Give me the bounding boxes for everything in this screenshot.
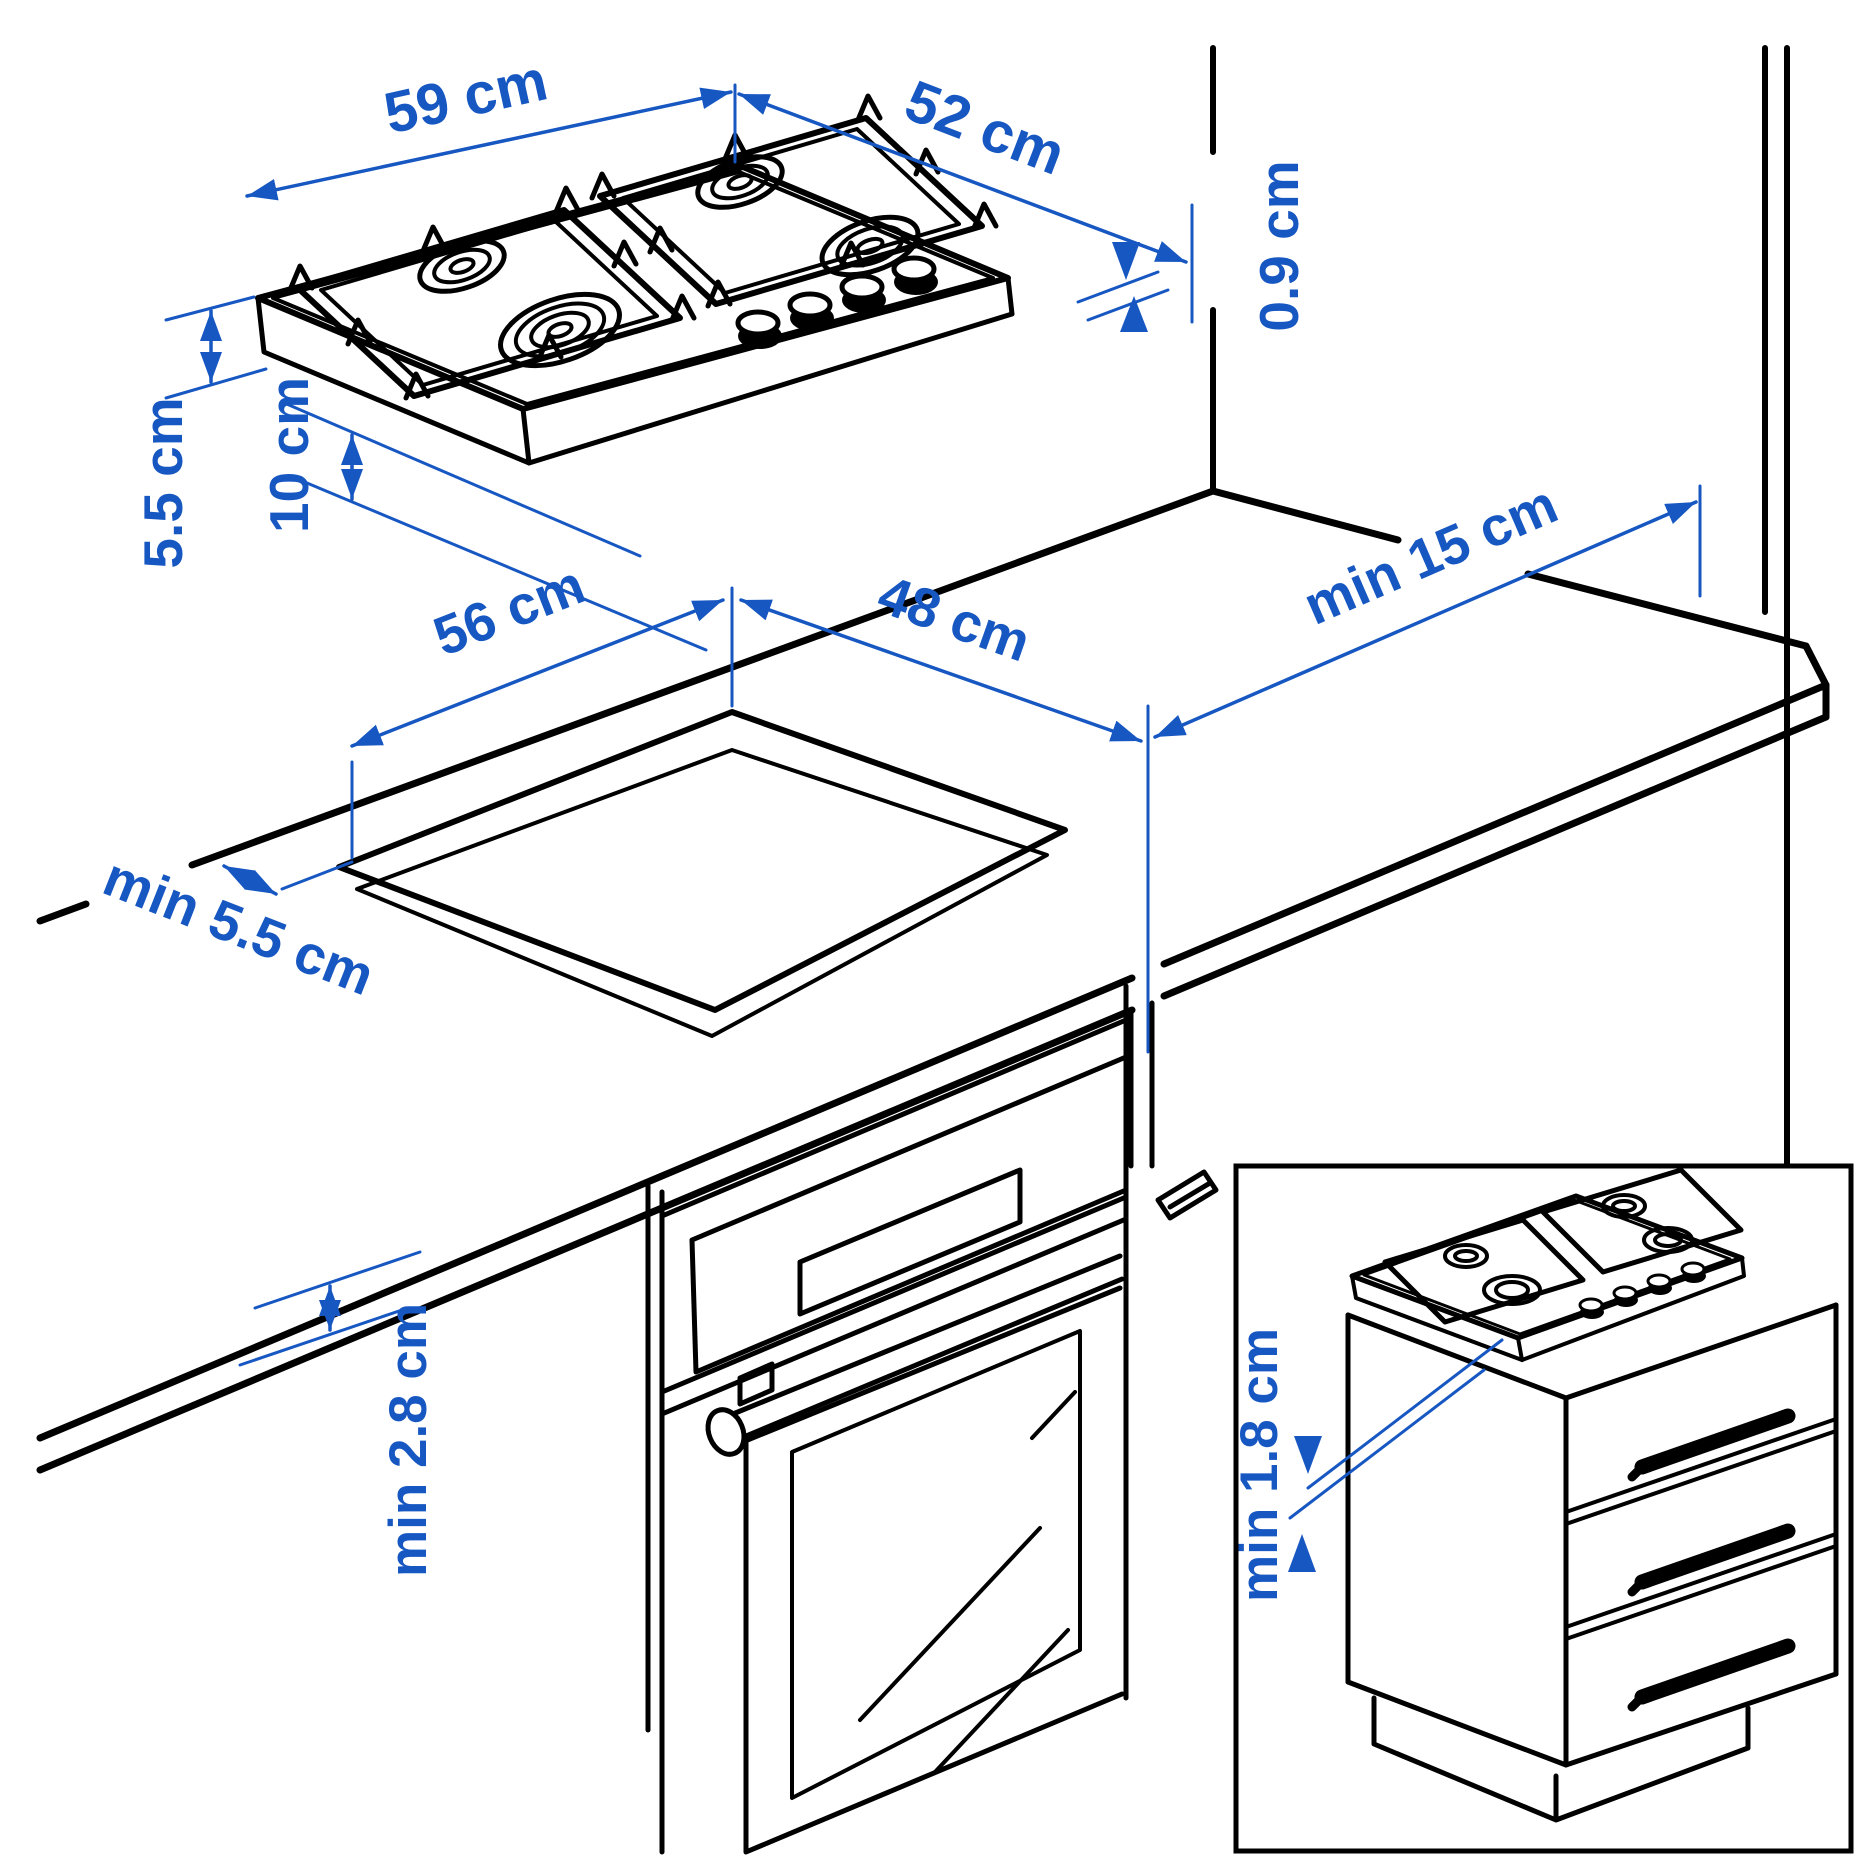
dimension-59cm: 59 cm [245, 47, 737, 201]
label-hob-drawer-clearance: min 1.8 cm [1230, 1328, 1289, 1602]
hob-glass-top [255, 164, 1011, 412]
dimension-56cm: 56 cm [350, 553, 734, 860]
knob [891, 255, 938, 295]
right-wall-lines [1762, 45, 1790, 1169]
worktop-back-edges [36, 487, 1810, 925]
label-cutout-width: 56 cm [425, 553, 593, 668]
drawer-handle [1634, 1408, 1796, 1475]
oven-mounting-bracket [1155, 1169, 1219, 1221]
knob [735, 309, 782, 349]
inset-plinth [1371, 1695, 1751, 1823]
oven-door [743, 1276, 1125, 1855]
dimension-10cm: 10 cm [258, 377, 708, 652]
inset-hob [1349, 1167, 1746, 1362]
oven-control-panel [689, 1054, 1129, 1375]
worktop-front-band [36, 642, 1830, 1474]
worktop-drawing [36, 487, 1830, 1474]
inset-drawer-handles [1627, 1408, 1796, 1712]
knob [839, 273, 886, 313]
oven-handle [705, 1253, 1123, 1457]
knob [787, 291, 834, 331]
oven-display [797, 1167, 1023, 1317]
burner-grate-left [287, 185, 697, 401]
hob-drawing [255, 93, 1015, 466]
dimension-min2-8cm: min 2.8 cm [238, 1250, 438, 1577]
burner-back-left [417, 238, 507, 294]
dimension-min1-8cm: min 1.8 cm [1230, 1328, 1504, 1602]
label-hob-body-height: 5.5 cm [132, 397, 194, 568]
inset-cabinet [1345, 1302, 1839, 1823]
door-glass-reflections [858, 1390, 1077, 1774]
label-hob-rim-height: 0.9 cm [1248, 160, 1310, 331]
dimension-min15cm: min 15 cm [1153, 473, 1702, 739]
inset-panel: min 1.8 cm [1230, 1163, 1854, 1854]
control-knobs [735, 255, 938, 349]
label-worktop-thickness: min 2.8 cm [379, 1303, 438, 1577]
burner-front-left-large [498, 291, 622, 369]
dimension-0-9cm: 0.9 cm [1076, 160, 1310, 332]
dimension-48cm: 48 cm [739, 563, 1150, 1054]
drawer-handle [1634, 1523, 1796, 1590]
drawer-handle [1634, 1638, 1796, 1705]
label-cutout-depth: 48 cm [870, 563, 1038, 674]
label-clearance-below-hob: 10 cm [258, 377, 320, 533]
inset-drawer-dividers [1564, 1417, 1838, 1641]
inset-knobs [1578, 1261, 1706, 1319]
label-hob-width: 59 cm [378, 47, 553, 146]
oven-cabinet-sides [645, 983, 1129, 1855]
tall-cabinet-edge [1128, 1000, 1155, 1169]
inset-burners [1443, 1193, 1694, 1306]
inset-grate-left [1382, 1217, 1586, 1325]
label-side-clearance: min 15 cm [1295, 473, 1566, 637]
dimension-5-5cm: 5.5 cm [132, 295, 268, 569]
inset-border [1233, 1163, 1854, 1854]
worktop-cutout [336, 709, 1068, 1038]
hob-body [255, 275, 1015, 466]
inset-grate-right [1540, 1167, 1744, 1275]
oven-drawing [645, 983, 1219, 1855]
